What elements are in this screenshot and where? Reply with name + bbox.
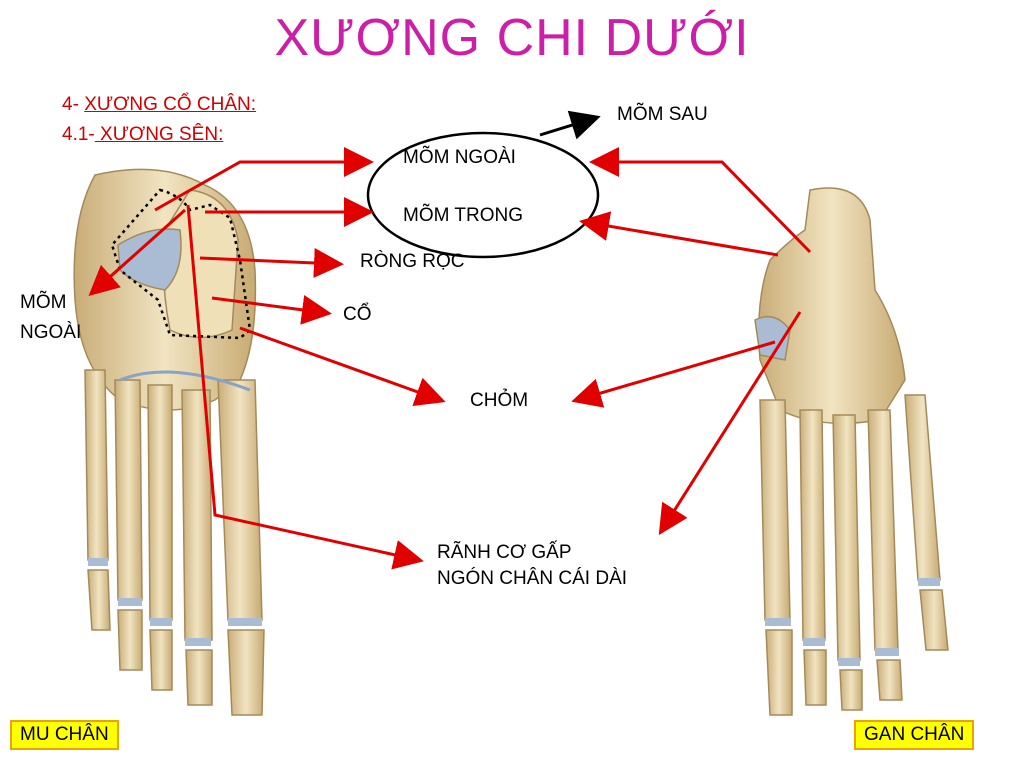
heading-text-1: XƯƠNG CỔ CHÂN: [84, 94, 257, 115]
heading-text-2: XƯƠNG SÊN: [94, 124, 224, 145]
label-mom-ngoai-left-2: NGOÀI [20, 322, 82, 343]
label-ranh-1: RÃNH CƠ GẤP [437, 542, 572, 563]
heading-line-2: 4.1- XƯƠNG SÊN: [62, 124, 223, 146]
label-mom-ngoai-left-1: MÕM [20, 292, 67, 313]
box-mu-chan: MU CHÂN [10, 720, 119, 750]
box-gan-chan: GAN CHÂN [854, 720, 975, 750]
label-co: CỔ [343, 304, 372, 325]
label-ranh-2: NGÓN CHÂN CÁI DÀI [437, 568, 628, 589]
label-mom-trong: MÕM TRONG [403, 205, 523, 226]
heading-prefix-2: 4.1- [62, 124, 95, 145]
label-mom-ngoai: MÕM NGOÀI [403, 147, 516, 168]
arrows-left [88, 147, 446, 570]
label-mom-sau: MÕM SAU [617, 104, 708, 125]
dorsal-foot [73, 168, 265, 716]
arrows-right [571, 147, 812, 536]
heading-line-1: 4- XƯƠNG CỔ CHÂN: [62, 94, 256, 116]
label-chom: CHỎM [470, 390, 529, 411]
plantar-foot [754, 187, 949, 716]
page-title: XƯƠNG CHI DƯỚI [274, 9, 750, 67]
label-ellipse [366, 131, 600, 259]
heading-prefix-1: 4- [62, 94, 85, 115]
talus-outline [110, 188, 252, 340]
label-rong-roc: RÒNG RỌC [360, 251, 465, 272]
